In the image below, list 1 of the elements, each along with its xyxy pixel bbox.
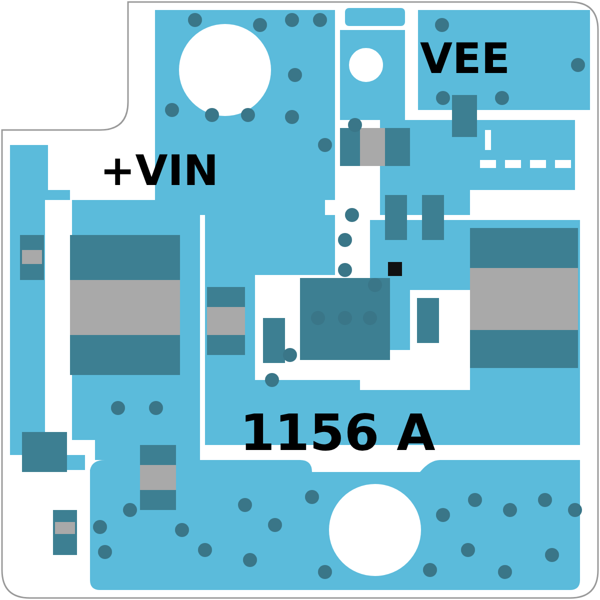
net-label: VEE	[420, 38, 510, 80]
